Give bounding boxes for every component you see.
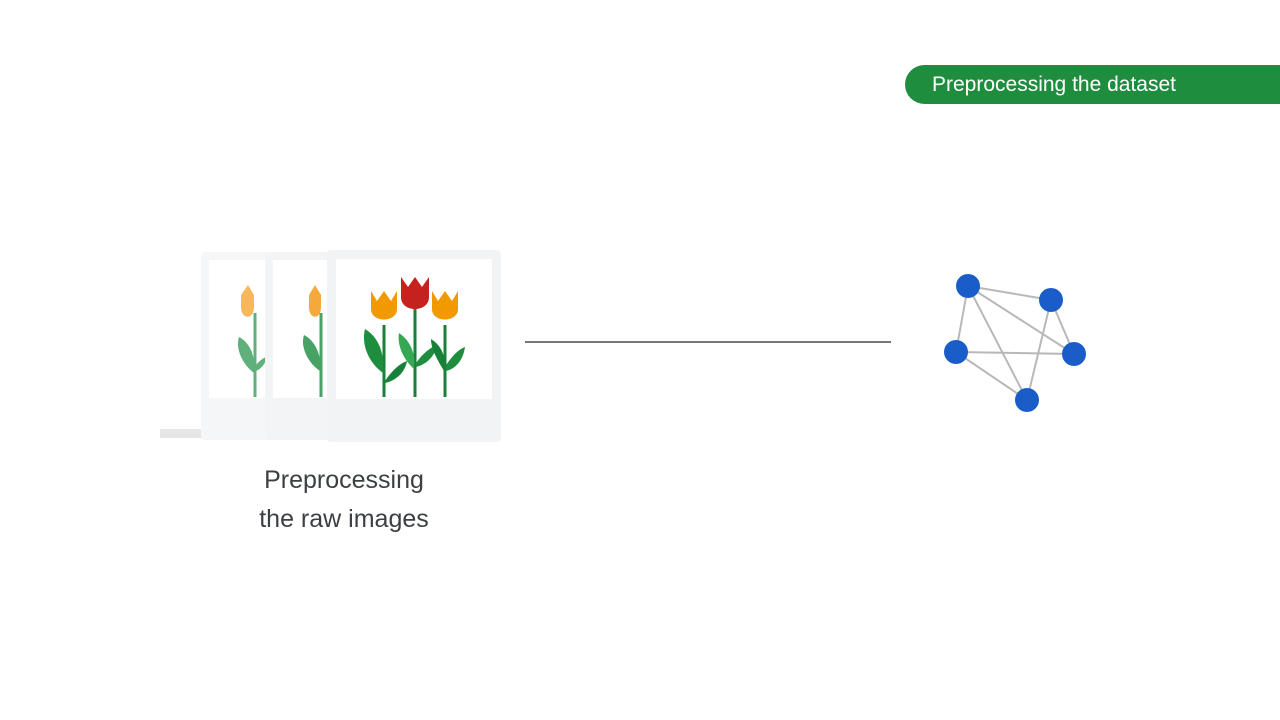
images-caption-line-2: the raw images (259, 505, 429, 533)
neural-network-graph-icon (944, 274, 1086, 412)
images-caption: Preprocessing the raw images (214, 461, 474, 539)
section-title-banner: Preprocessing the dataset (905, 65, 1280, 104)
connector-line (525, 341, 891, 343)
images-caption-line-1: Preprocessing (264, 466, 424, 494)
tulip-image-stack-icon (160, 250, 501, 442)
